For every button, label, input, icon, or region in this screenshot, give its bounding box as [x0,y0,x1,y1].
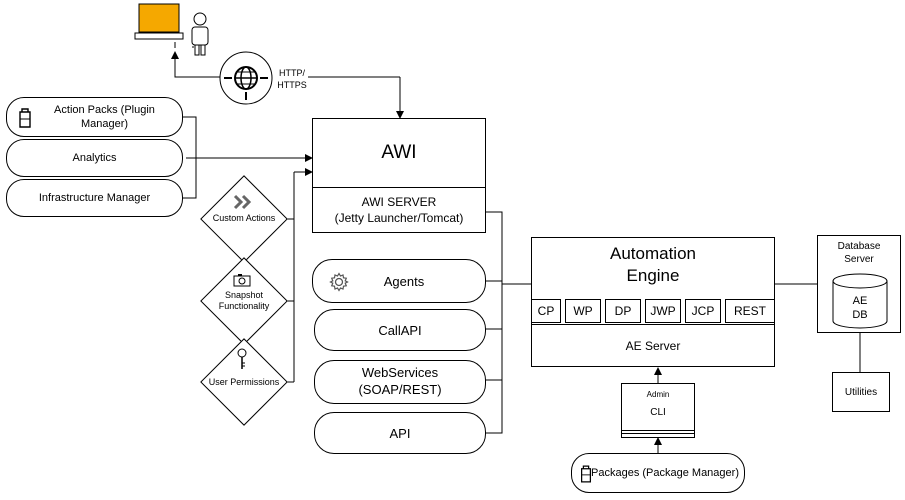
awi-box: AWI [312,118,486,188]
process-rest: REST [725,299,775,323]
cli-line-1 [622,430,694,431]
api-label: API [389,425,411,441]
webservices-pill[interactable]: WebServices (SOAP/REST) [314,360,486,404]
callapi-label: CallAPI [378,322,422,338]
cli-label: CLI [650,407,666,418]
utilities-box: Utilities [832,372,890,412]
webservices-label: WebServices (SOAP/REST) [358,365,442,397]
infrastructure-manager-label: Infrastructure Manager [38,192,151,204]
package-icon [19,108,31,128]
custom-actions-label: Custom Actions [212,213,276,223]
process-cp: CP [531,299,561,323]
user-icon [191,12,209,56]
agents-label: Agents [383,273,425,289]
http-label-box: HTTP/ HTTPS [274,60,310,100]
gear-icon [329,272,349,292]
process-jwp: JWP [645,299,681,323]
ae-server-label: AE Server [625,338,681,353]
snapshot-label: Snapshot Functionality [218,290,270,312]
database-cylinder-icon [832,273,888,329]
callapi-pill[interactable]: CallAPI [314,309,486,351]
agents-pill[interactable]: Agents [312,259,486,303]
laptop-icon [134,3,184,40]
key-icon [237,348,247,369]
database-server-label: Database Server [837,241,881,265]
awi-server-box: AWI SERVER (Jetty Launcher/Tomcat) [312,187,486,233]
camera-icon [233,274,251,287]
action-packs-pill[interactable]: Action Packs (Plugin Manager) [6,97,183,137]
user-permissions-label: User Permissions [208,377,280,387]
cli-line-2 [622,433,694,434]
admin-cli-box: Admin CLI [621,383,695,438]
utilities-label: Utilities [844,386,878,398]
http-label: HTTP/ HTTPS [277,68,307,90]
analytics-label: Analytics [72,152,117,164]
double-chevron-icon [233,194,252,210]
ae-db-label: AE DB [852,295,868,321]
automation-engine-title: Automation Engine [610,244,696,286]
analytics-pill[interactable]: Analytics [6,139,183,177]
package-icon [581,465,591,483]
packages-label: Packages (Package Manager) [591,467,739,479]
packages-pill[interactable]: Packages (Package Manager) [571,453,745,493]
process-jcp: JCP [685,299,721,323]
admin-label: Admin [646,390,670,399]
globe-icon [219,51,273,105]
process-wp: WP [565,299,601,323]
ae-server-box: AE Server [531,324,775,367]
api-pill[interactable]: API [314,412,486,454]
awi-title: AWI [381,142,417,163]
awi-server-label: AWI SERVER (Jetty Launcher/Tomcat) [334,194,464,225]
action-packs-label: Action Packs (Plugin Manager) [54,103,155,130]
infrastructure-manager-pill[interactable]: Infrastructure Manager [6,179,183,217]
process-dp: DP [605,299,641,323]
